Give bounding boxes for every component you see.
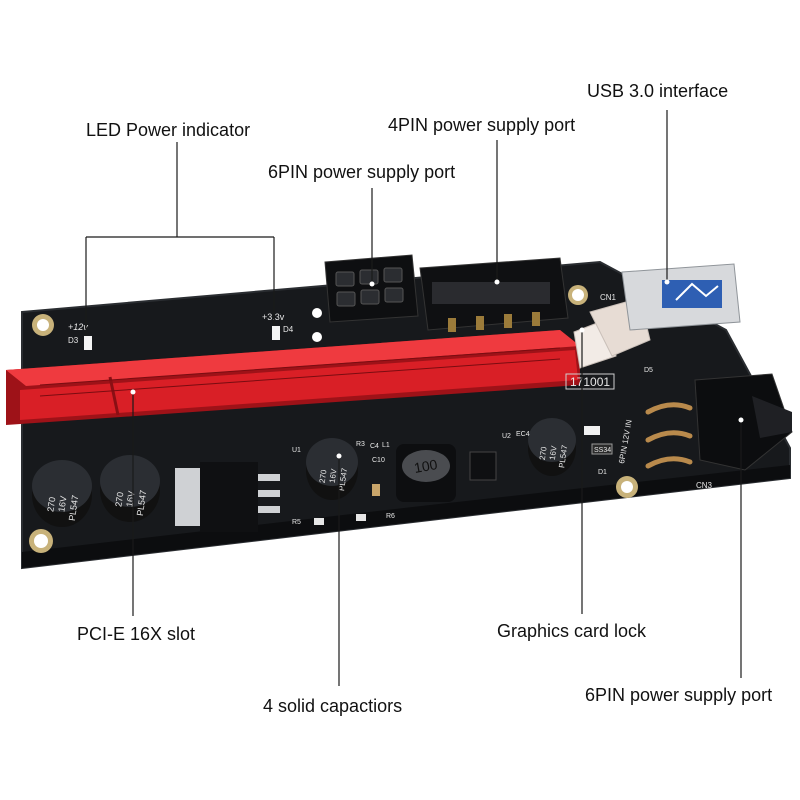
- r6-label: R6: [386, 513, 395, 520]
- small-ic: [469, 451, 497, 481]
- d5-label: D5: [644, 367, 653, 374]
- callout-caps: 4 solid capactiors: [263, 696, 403, 716]
- led-d4-icon: [272, 326, 280, 340]
- cap-mid-line1: 270: [318, 469, 329, 484]
- leader-dots: [130, 279, 744, 459]
- usb3-connector: CN1: [600, 263, 741, 331]
- cap-left-1-line1: 270: [45, 496, 57, 512]
- cap-right-line1: 270: [538, 446, 549, 461]
- r5-label: R5: [292, 519, 301, 526]
- callout-led: LED Power indicator: [86, 120, 251, 140]
- led-d3-icon: [84, 336, 92, 350]
- cap-right-line2: 16V: [548, 445, 559, 461]
- cap-left-1-line2: 16V: [56, 495, 68, 512]
- d1-label: D1: [598, 469, 607, 476]
- cn1-label: CN1: [600, 293, 617, 302]
- c10-label: C10: [372, 457, 385, 464]
- callout-6pin-top: 6PIN power supply port: [268, 162, 456, 182]
- callout-usb: USB 3.0 interface: [587, 81, 729, 101]
- u1-label: U1: [292, 447, 301, 454]
- led-12v-label: +12v: [68, 322, 88, 332]
- cap-mid: 270 16V PL547: [306, 438, 358, 500]
- callout-4pin: 4PIN power supply port: [388, 115, 576, 135]
- cap-left-1: 270 16V PL547: [32, 460, 92, 527]
- smd-parts: [314, 426, 613, 525]
- u2-label: U2: [502, 433, 511, 440]
- c4-label: C4: [370, 443, 379, 450]
- cap-right-line3: PL547: [557, 444, 569, 469]
- callout-6pin-right: 6PIN power supply port: [585, 685, 773, 705]
- callout-pcie: PCI-E 16X slot: [77, 624, 196, 644]
- inductor: 100: [396, 444, 456, 502]
- callout-lock: Graphics card lock: [497, 621, 647, 641]
- cap-mid-line2: 16V: [328, 468, 339, 484]
- pcie-16x-slot: [6, 330, 580, 425]
- board-code: 171001: [565, 373, 615, 390]
- cap-left-1-line3: PL547: [67, 494, 81, 521]
- led-indicators: +12v D3 +3.3v D4: [68, 312, 294, 350]
- cap-right: 270 16V PL547: [528, 418, 576, 476]
- cap-left-2: 270 16V PL547: [100, 455, 160, 522]
- board-code-text: 171001: [570, 375, 610, 389]
- six-pin-right-connector: CN3 6PIN 12V IN: [617, 373, 793, 490]
- pcb-side: [22, 465, 790, 568]
- six-pin-top-connector: [324, 254, 419, 323]
- silkscreen-labels: U1 U2 R3 C4 L1 C10 EC4 R5 R6 D1 D5 SS34: [292, 367, 653, 526]
- cap-left-2-line3: PL547: [135, 489, 149, 516]
- l1-label: L1: [382, 442, 390, 449]
- leader-lines: [85, 110, 742, 686]
- usb-icon: [675, 282, 719, 301]
- led-33v-label: +3.3v: [262, 312, 285, 322]
- four-pin-connector: [419, 257, 569, 332]
- ss34-label: SS34: [594, 447, 611, 454]
- cap-mid-line3: PL547: [337, 467, 349, 492]
- ec4-label: EC4: [516, 431, 530, 438]
- d3-label: D3: [68, 336, 79, 345]
- cn3-label: CN3: [696, 481, 713, 490]
- r3-label: R3: [356, 441, 365, 448]
- inductor-label: 100: [413, 456, 439, 476]
- cap-left-2-line1: 270: [113, 491, 125, 507]
- d4-label: D4: [283, 325, 294, 334]
- regulator-chip: [175, 462, 280, 532]
